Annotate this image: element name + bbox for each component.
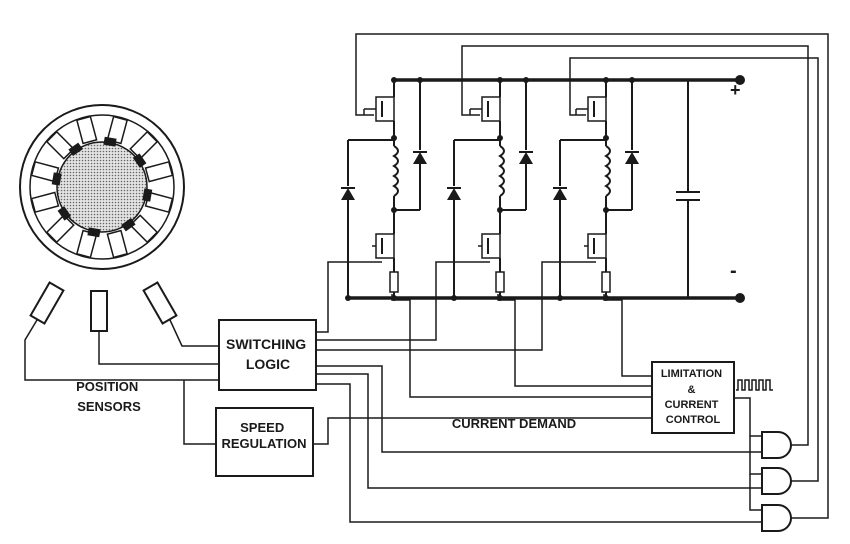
negative-terminal-label: - <box>730 260 737 282</box>
sense-resistor-3 <box>601 271 611 293</box>
switching-logic-block: SWITCHING LOGIC <box>218 319 317 391</box>
position-sensor-left <box>29 281 65 325</box>
stator-inner-ring <box>29 114 175 260</box>
and-gate-2 <box>761 467 792 495</box>
pwm-waveform-icon <box>736 379 773 391</box>
rotor-pole <box>103 136 117 147</box>
and-gates <box>355 33 829 532</box>
rotor-pole <box>57 206 72 221</box>
rotor-poles <box>51 136 153 238</box>
rotor-pole <box>87 227 101 238</box>
positive-terminal-label: + <box>730 80 741 100</box>
phase-leg-1 <box>341 77 427 301</box>
stator-pole <box>129 214 159 244</box>
motor <box>19 104 185 270</box>
freewheel-diode-upper-3 <box>625 152 639 164</box>
rotor-pole <box>132 153 147 168</box>
position-sensor-middle <box>90 290 108 332</box>
phase-winding-1 <box>392 145 399 197</box>
switching-logic-label: SWITCHING LOGIC <box>226 336 310 372</box>
positive-terminal <box>735 75 745 85</box>
stator-pole <box>75 115 98 145</box>
phase-winding-3 <box>604 145 611 197</box>
freewheel-diode-lower-1 <box>341 188 355 200</box>
speed-regulation-label: SPEED REGULATION <box>222 420 307 451</box>
stator-pole <box>106 229 129 259</box>
lower-switch-2 <box>481 233 501 259</box>
phase-winding-2 <box>498 145 505 197</box>
phase-leg-2 <box>447 77 533 301</box>
and-gate-1 <box>761 431 792 459</box>
sense-resistor-2 <box>495 271 505 293</box>
power-converter: + - <box>341 75 745 303</box>
dc-link-capacitor <box>676 80 700 298</box>
upper-switch-3 <box>587 96 607 122</box>
stator-outer-ring <box>19 104 185 270</box>
freewheel-diode-lower-2 <box>447 188 461 200</box>
freewheel-diode-lower-3 <box>553 188 567 200</box>
lower-switch-3 <box>587 233 607 259</box>
speed-regulation-block: SPEED REGULATION <box>215 407 314 477</box>
sense-resistor-1 <box>389 271 399 293</box>
rotor-pole <box>142 188 153 202</box>
limitation-current-control-block: LIMITATION & CURRENT CONTROL <box>651 361 773 434</box>
position-sensors: POSITION SENSORS <box>29 281 178 414</box>
rotor-core <box>56 141 148 233</box>
stator-pole <box>129 130 159 160</box>
upper-switch-1 <box>375 96 395 122</box>
converter-phases <box>341 77 639 301</box>
limitation-current-control-label: LIMITATION & CURRENT CONTROL <box>661 368 725 426</box>
stator-pole <box>144 160 174 183</box>
upper-switch-2 <box>481 96 501 122</box>
stator-pole <box>45 214 75 244</box>
and-gate-3 <box>761 504 792 532</box>
stator-pole <box>30 191 60 214</box>
negative-terminal <box>735 293 745 303</box>
control-wires <box>183 261 762 523</box>
current-demand-label: CURRENT DEMAND <box>452 416 576 431</box>
position-sensors-label: POSITION SENSORS <box>76 379 142 414</box>
sensor-wires <box>24 319 220 381</box>
position-sensor-right <box>142 281 178 325</box>
stator-pole <box>45 130 75 160</box>
lower-switch-1 <box>375 233 395 259</box>
rotor-pole <box>121 217 136 232</box>
phase-leg-3 <box>553 77 639 301</box>
rotor-pole <box>51 172 62 186</box>
freewheel-diode-upper-1 <box>413 152 427 164</box>
freewheel-diode-upper-2 <box>519 152 533 164</box>
rotor-pole <box>68 142 83 157</box>
